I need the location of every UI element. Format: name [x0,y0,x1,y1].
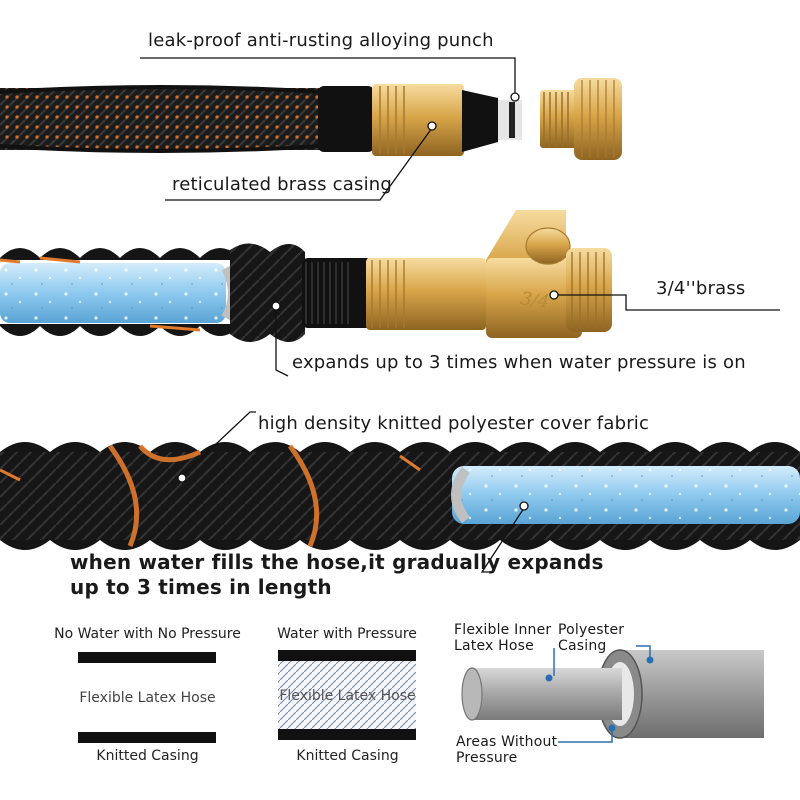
brass-connector [366,258,486,330]
nozzle-tip [462,90,498,152]
label-expands: expands up to 3 times when water pressur… [292,352,746,373]
label-leak-proof-punch: leak-proof anti-rusting alloying punch [148,30,494,51]
knitted-casing-bar-bottom [278,729,416,740]
label-inner-hose-1: Flexible Inner [454,622,552,638]
fitting-size-mark: 3/4 [519,288,551,313]
label-polyester-2: Casing [558,638,607,654]
knitted-casing-bar-top [278,650,416,661]
knitted-casing-bar-top [78,652,216,663]
diagram-left-casing-label: Knitted Casing [96,748,199,764]
section2-hose-graphic [0,210,612,342]
male-thread-fitting [540,90,578,148]
diagram-cross-section [461,645,764,743]
braided-hose-body [0,88,322,150]
threaded-outlet [566,248,612,332]
diagram-middle-casing-label: Knitted Casing [296,748,399,764]
label-fill-line-1: when water fills the hose,it gradually e… [70,550,604,574]
label-areas-2: Pressure [456,750,518,766]
valve-knob [525,227,571,265]
diagram-left-title: No Water with No Pressure [54,626,241,642]
label-areas-1: Areas Without [456,734,558,750]
expanded-braid [0,243,305,342]
expanded-latex-hose [278,661,416,729]
section1-hose-graphic [0,78,622,160]
knitted-casing-bar-bottom [78,732,216,743]
label-knitted-fabric: high density knitted polyester cover fab… [258,413,650,434]
diagram-middle-hose-label: Flexible Latex Hose [279,688,416,704]
section3-hose-graphic [0,442,800,550]
diagram-middle-title: Water with Pressure [277,626,417,642]
brass-casing-ribs [372,84,464,156]
label-fill-line-2: up to 3 times in length [70,575,332,599]
diagram-with-pressure [278,650,416,740]
diagram-no-pressure [78,652,216,743]
label-brass-casing: reticulated brass casing [172,174,393,195]
label-brass-size: 3/4''brass [656,278,746,299]
polyester-casing-body [620,650,764,738]
rubber-collar [318,86,374,152]
diagram-left-hose-label: Flexible Latex Hose [79,690,216,706]
label-polyester-1: Polyester [558,622,625,638]
label-inner-hose-2: Latex Hose [454,638,534,654]
